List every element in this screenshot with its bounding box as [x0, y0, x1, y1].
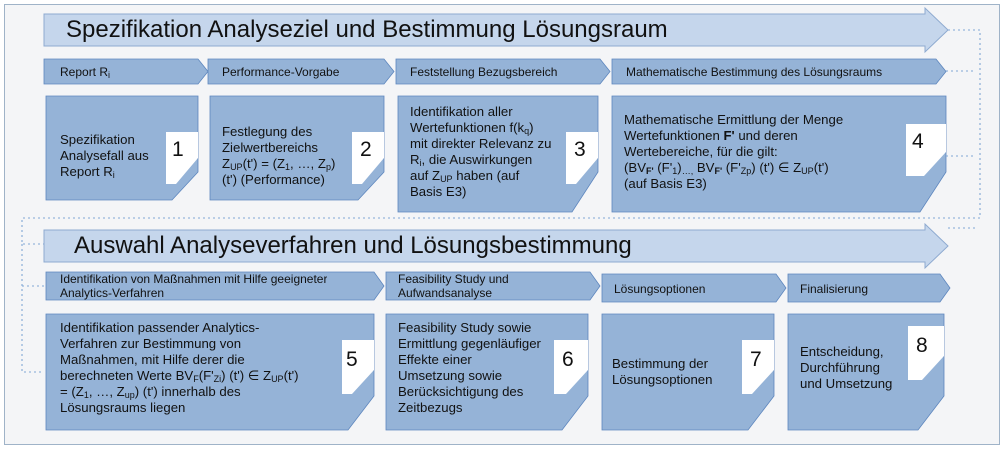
section2-title: Auswahl Analyseverfahren und Lösungsbest… [74, 232, 632, 259]
step-label-report: Report Ri [60, 65, 111, 80]
step-label-massnahmen: Identifikation von Maßnahmen mit Hilfe g… [60, 272, 328, 300]
step-arrow-2 [207, 58, 395, 85]
number-tab-3 [566, 132, 598, 184]
step-label-finalisierung: Finalisierung [800, 282, 869, 296]
step-arrow-7 [601, 273, 787, 303]
box-7-number: 7 [750, 348, 762, 371]
connector-right [21, 29, 981, 245]
number-tab-5 [342, 340, 374, 394]
number-tab-1 [166, 132, 198, 184]
step-arrow-4 [611, 58, 947, 85]
section1-banner-arrow [43, 6, 949, 54]
step-arrow-5 [45, 271, 385, 301]
content-box-2 [209, 95, 385, 201]
box-5-number: 5 [346, 348, 358, 371]
content-box-8 [787, 313, 945, 431]
step-arrow-3 [395, 58, 611, 85]
step-label-loesungsoptionen: Lösungsoptionen [614, 282, 706, 296]
box-8-text: Entscheidung, Durchführung und Umsetzung [800, 344, 893, 391]
step-arrow-1 [43, 58, 209, 85]
step-arrow-8 [787, 273, 951, 303]
number-tab-4 [906, 124, 946, 176]
box-4-number: 4 [912, 130, 924, 153]
box-6-number: 6 [562, 348, 574, 371]
box-2-text: Festlegung des Zielwertbereichs ZUP(t') … [222, 124, 336, 187]
content-box-4 [611, 95, 947, 213]
step-label-feasibility: Feasibility Study und Aufwandsanalyse [398, 272, 509, 300]
connector-left [21, 244, 44, 373]
box-5-text: Identifikation passender Analytics- Verf… [60, 320, 299, 415]
section1-title: Spezifikation Analyseziel und Bestimmung… [66, 16, 668, 43]
box-6-text: Feasibility Study sowie Ermittlung gegen… [398, 320, 541, 415]
content-box-1 [45, 95, 199, 201]
section2-banner-arrow [43, 222, 949, 270]
step-label-bezugsbereich: Feststellung Bezugsbereich [410, 65, 558, 79]
number-tab-2 [352, 132, 384, 184]
box-4-text: Mathematische Ermittlung der Menge Werte… [624, 112, 844, 191]
step-label-performance: Performance-Vorgabe [222, 65, 340, 79]
box-3-text: Identifikation aller Wertefunktionen f(k… [410, 104, 552, 199]
content-box-7 [601, 313, 775, 431]
box-1-text: Spezifikation Analysefall aus Report Ri [60, 132, 149, 180]
content-box-3 [397, 95, 599, 213]
step-label-loesungsraum: Mathematische Bestimmung des Lösungsraum… [626, 65, 883, 79]
number-tab-6 [554, 340, 588, 394]
content-box-6 [385, 313, 589, 431]
box-3-number: 3 [574, 138, 586, 161]
box-7-text: Bestimmung der Lösungsoptionen [612, 356, 713, 387]
step-arrow-6 [385, 271, 601, 301]
box-2-number: 2 [360, 138, 372, 161]
box-1-number: 1 [172, 138, 184, 161]
content-box-5 [45, 313, 375, 431]
number-tab-7 [742, 340, 774, 394]
number-tab-8 [908, 326, 944, 380]
box-8-number: 8 [916, 334, 928, 357]
